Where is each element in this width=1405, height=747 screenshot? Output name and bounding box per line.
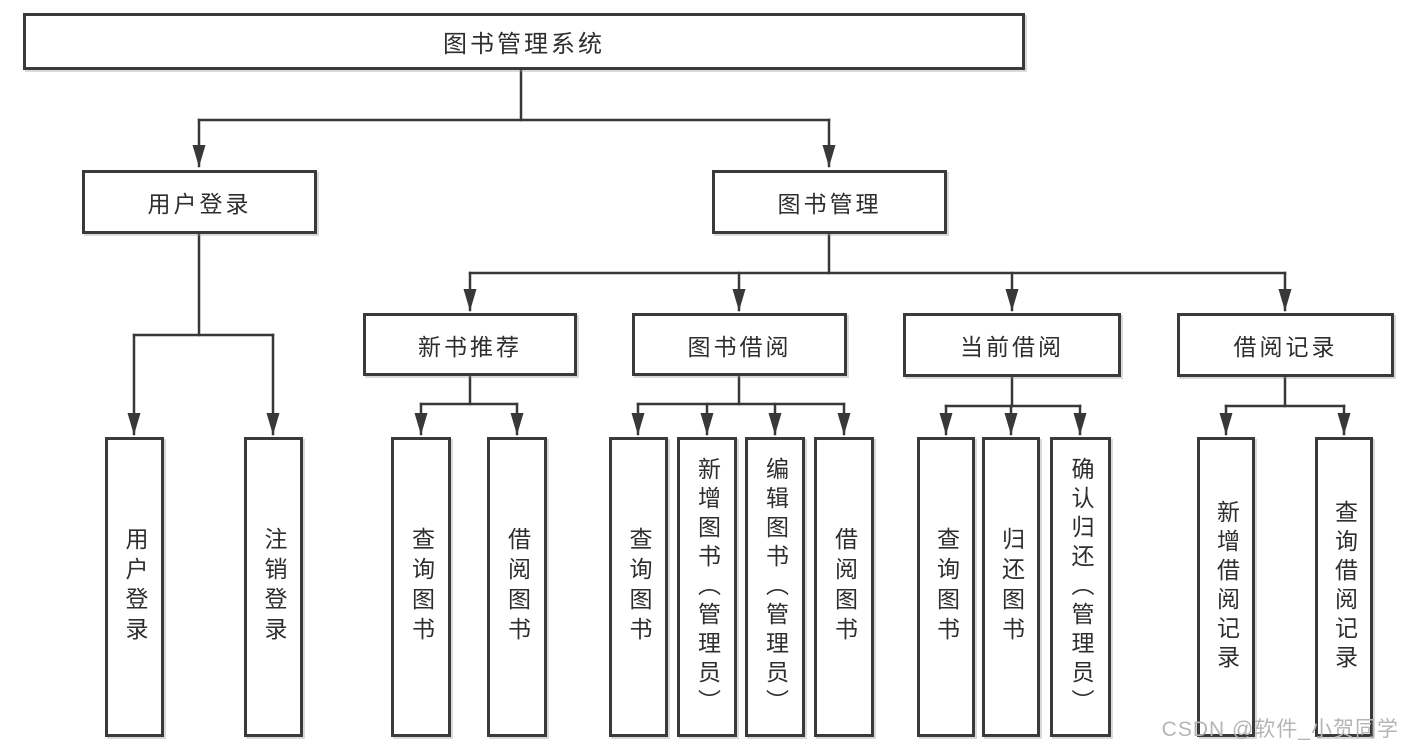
connector-borrow-records-to-leaves xyxy=(1219,375,1351,436)
leaf-query-books-borrowing: 查询图书 xyxy=(609,437,668,737)
leaf-confirm-return-admin: 确认归还（管理员） xyxy=(1050,437,1111,737)
leaf-add-books-admin: 新增图书（管理员） xyxy=(677,437,737,737)
connector-user-login-to-leaves xyxy=(127,232,280,436)
connector-new-book-to-leaves xyxy=(414,374,524,436)
connector-current-borrow-to-leaves xyxy=(939,375,1087,436)
leaf-user-login: 用户登录 xyxy=(105,437,164,737)
leaf-logout: 注销登录 xyxy=(244,437,303,737)
node-user-login: 用户登录 xyxy=(82,170,317,234)
leaf-edit-books-admin: 编辑图书（管理员） xyxy=(745,437,805,737)
node-borrowing-records: 借阅记录 xyxy=(1177,313,1394,377)
leaf-return-books: 归还图书 xyxy=(982,437,1040,737)
leaf-borrow-books-borrowing: 借阅图书 xyxy=(814,437,874,737)
leaf-query-books-recommend: 查询图书 xyxy=(391,437,451,737)
node-new-book-recommend: 新书推荐 xyxy=(363,313,577,376)
leaf-query-borrow-record: 查询借阅记录 xyxy=(1315,437,1373,737)
csdn-watermark: CSDN @软件_小贺同学 xyxy=(1161,718,1399,741)
node-book-management: 图书管理 xyxy=(712,170,947,234)
leaf-add-borrow-record: 新增借阅记录 xyxy=(1197,437,1255,737)
node-book-borrowing: 图书借阅 xyxy=(632,313,847,376)
leaf-query-books-current: 查询图书 xyxy=(917,437,975,737)
connector-book-mgmt-to-level3 xyxy=(463,232,1292,312)
connector-book-borrow-to-leaves xyxy=(631,374,851,436)
leaf-borrow-books-recommend: 借阅图书 xyxy=(487,437,547,737)
node-current-borrowing: 当前借阅 xyxy=(903,313,1121,377)
node-root: 图书管理系统 xyxy=(23,13,1025,70)
connector-root-to-level2 xyxy=(192,68,836,168)
